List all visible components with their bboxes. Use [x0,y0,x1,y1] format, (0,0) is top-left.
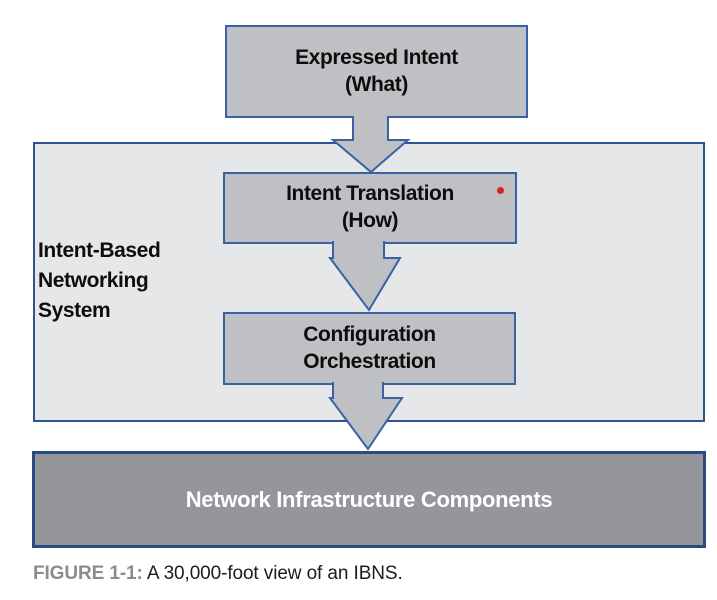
intent-translation-title: Intent Translation [286,182,454,206]
configuration-orchestration-line2: Orchestration [303,349,436,373]
figure-caption: FIGURE 1-1: A 30,000-foot view of an IBN… [33,563,403,585]
red-dot-marker [497,187,504,194]
network-infrastructure-box: Network Infrastructure Components [32,451,706,548]
intent-translation-box: Intent Translation (How) [223,172,517,244]
expressed-intent-box: Expressed Intent (What) [225,25,528,118]
network-infrastructure-label: Network Infrastructure Components [185,486,553,512]
ibns-system-label-line3: System [38,299,111,322]
down-arrow-icon [328,382,404,451]
ibns-system-label-line2: Networking [38,269,149,292]
ibns-system-label: Intent-Based Networking System [38,236,161,326]
configuration-orchestration-line1: Configuration [303,322,436,346]
ibns-system-label-line1: Intent-Based [38,239,161,262]
expressed-intent-title: Expressed Intent [295,45,458,69]
intent-translation-subtitle: (How) [341,209,399,232]
figure-caption-label: FIGURE 1-1: [33,563,143,584]
down-arrow-icon [328,241,402,312]
figure-caption-text: A 30,000-foot view of an IBNS. [142,563,403,584]
expressed-intent-subtitle: (What) [345,72,408,96]
configuration-orchestration-box: Configuration Orchestration [223,312,516,385]
down-arrow-icon [330,116,411,174]
